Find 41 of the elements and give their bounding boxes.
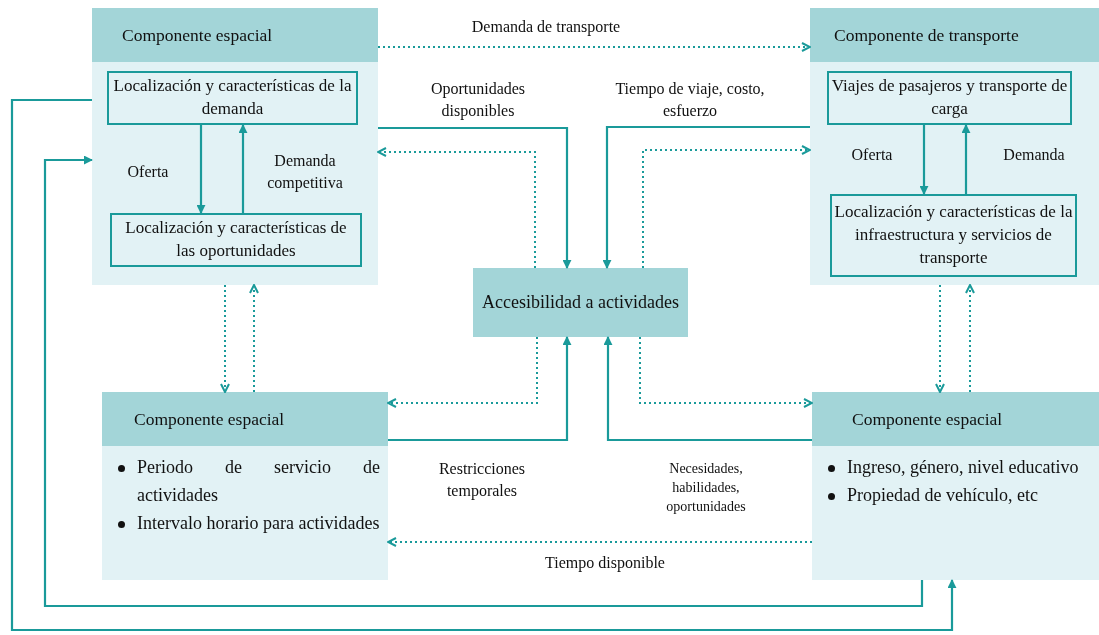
- panel-heading: Componente de transporte: [810, 8, 1099, 62]
- arrow: [378, 126, 572, 269]
- edge-label: Demanda: [1002, 145, 1066, 166]
- process-box: Localización y características de la demanda: [107, 71, 358, 125]
- edge-label: Demanda competitiva: [266, 151, 344, 194]
- arrow: [43, 155, 924, 608]
- process-box: Localización y características de la infraestructura y servicios de transporte: [830, 194, 1077, 277]
- arrow: [238, 124, 248, 213]
- edge-label: Oferta: [850, 145, 894, 166]
- arrow: [919, 125, 929, 195]
- arrow: [249, 284, 259, 393]
- arrow: [961, 124, 971, 194]
- bullet-text: Periodo de servicio de actividades: [137, 456, 380, 507]
- arrow: [387, 336, 538, 408]
- arrow: [220, 284, 230, 393]
- process-box: Localización y características de las oportunidades: [110, 213, 362, 267]
- panel-heading: Componente espacial: [102, 392, 388, 446]
- component-panel: [92, 8, 378, 285]
- arrow: [388, 336, 572, 442]
- bullet-text: Ingreso, género, nivel educativo: [847, 456, 1080, 479]
- panel-heading: Componente espacial: [92, 8, 378, 62]
- arrow: [377, 42, 811, 52]
- arrow: [965, 284, 975, 393]
- bullet-text: Intervalo horario para actividades: [137, 511, 380, 535]
- edge-label: Oferta: [126, 162, 170, 183]
- process-box: Viajes de pasajeros y transporte de carga: [827, 71, 1072, 125]
- arrow: [642, 145, 811, 269]
- component-panel: [810, 8, 1099, 285]
- arrow: [387, 537, 813, 547]
- panel-heading: Componente espacial: [812, 392, 1099, 446]
- arrow: [196, 125, 206, 214]
- central-box: Accesibilidad a actividades: [473, 268, 688, 337]
- arrow: [602, 125, 810, 269]
- arrow: [639, 336, 813, 408]
- component-panel: [102, 392, 388, 580]
- component-panel: [812, 392, 1099, 580]
- arrow: [377, 147, 536, 269]
- arrow: [603, 336, 812, 442]
- arrow: [935, 284, 945, 393]
- arrow: [10, 98, 957, 632]
- bullet-text: Propiedad de vehículo, etc: [847, 483, 1039, 507]
